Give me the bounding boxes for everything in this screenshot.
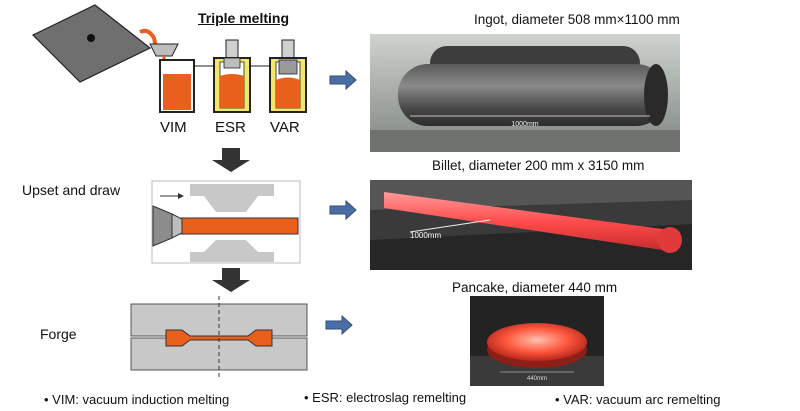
vim-label: VIM: [160, 119, 187, 136]
legend-vim: • VIM: vacuum induction melting: [44, 392, 230, 407]
billet-photo: 1000mm: [370, 180, 692, 270]
ingot-scale: 1000mm: [511, 121, 538, 128]
triple-melting-title: Triple melting: [198, 10, 290, 26]
arrow-to-billet: [329, 200, 357, 220]
ladle-plate: [31, 4, 152, 83]
ladle-hole: [87, 34, 95, 42]
var-furnace: [269, 39, 307, 113]
upset-draw-schematic: [151, 180, 301, 264]
ingot-caption: Ingot, diameter 508 mm×1100 mm: [474, 12, 680, 27]
billet-scale: 1000mm: [410, 231, 441, 240]
legend-esr: • ESR: electroslag remelting: [304, 390, 467, 405]
esr-furnace: [213, 39, 251, 113]
forge-schematic: [130, 296, 308, 380]
billet-caption: Billet, diameter 200 mm x 3150 mm: [432, 158, 645, 173]
pancake-photo: 440mm: [470, 296, 604, 386]
process-schematic: [31, 4, 308, 380]
ingot-photo: 1000mm: [370, 34, 680, 152]
pancake-caption: Pancake, diameter 440 mm: [452, 280, 618, 295]
pour-stream: [139, 28, 158, 49]
vim-furnace: [159, 59, 195, 113]
forge-label: Forge: [40, 326, 77, 342]
arrow-to-pancake: [325, 315, 353, 335]
pancake-scale: 440mm: [527, 376, 547, 382]
down-arrow-2: [212, 268, 250, 292]
var-label: VAR: [270, 119, 300, 136]
arrow-to-ingot: [329, 70, 357, 90]
esr-label: ESR: [215, 119, 246, 136]
legend-var: • VAR: vacuum arc remelting: [555, 392, 721, 407]
down-arrow-1: [212, 148, 250, 172]
upset-draw-label: Upset and draw: [22, 182, 121, 198]
tundish: [149, 43, 179, 57]
